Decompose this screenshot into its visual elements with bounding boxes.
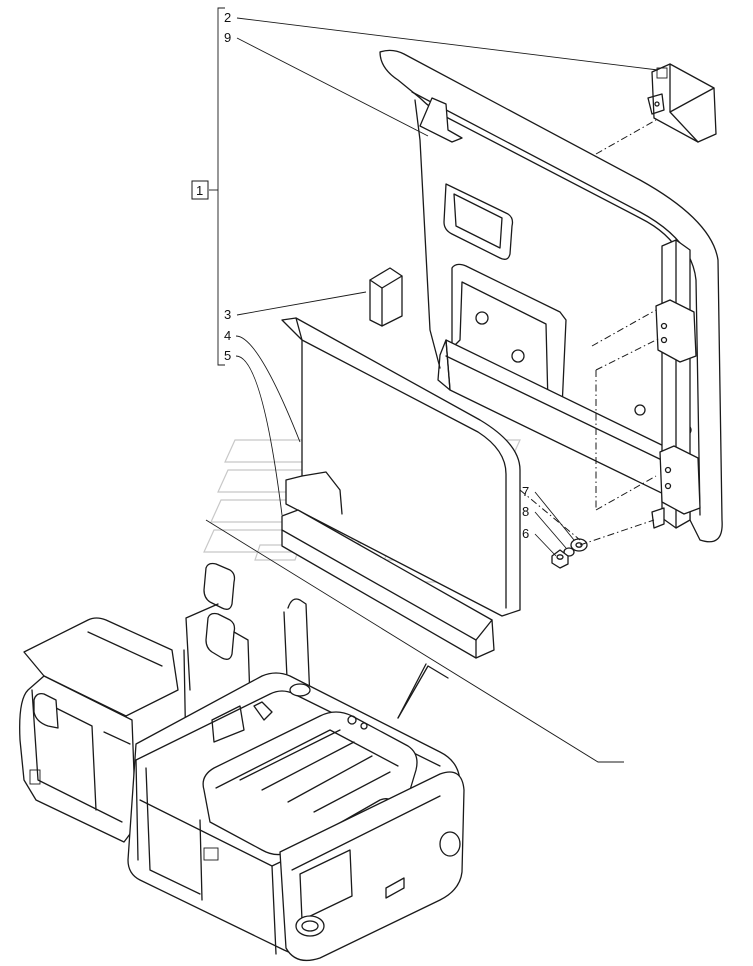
side-cover-panel [281, 317, 521, 617]
callout-4: 4 [224, 328, 231, 343]
switch-assembly [647, 63, 717, 143]
callout-6: 6 [522, 526, 529, 541]
group-bracket [191, 7, 225, 366]
callout-1: 1 [196, 183, 203, 198]
callout-8: 8 [522, 504, 529, 519]
lock-washer-8 [563, 547, 575, 557]
leader-lines [205, 17, 661, 763]
callout-7: 7 [522, 484, 529, 499]
foam-pad [369, 267, 403, 327]
callout-2: 2 [224, 10, 231, 25]
excavator-body [19, 562, 465, 962]
rear-panel [379, 49, 723, 543]
callout-5: 5 [224, 348, 231, 363]
fastener-hardware [551, 538, 588, 569]
seal-strip [281, 509, 495, 659]
callout-box-1 [191, 180, 209, 200]
callout-9: 9 [224, 30, 231, 45]
callout-3: 3 [224, 307, 231, 322]
callout-labels: 1 2 9 3 4 5 7 8 6 [196, 10, 529, 541]
